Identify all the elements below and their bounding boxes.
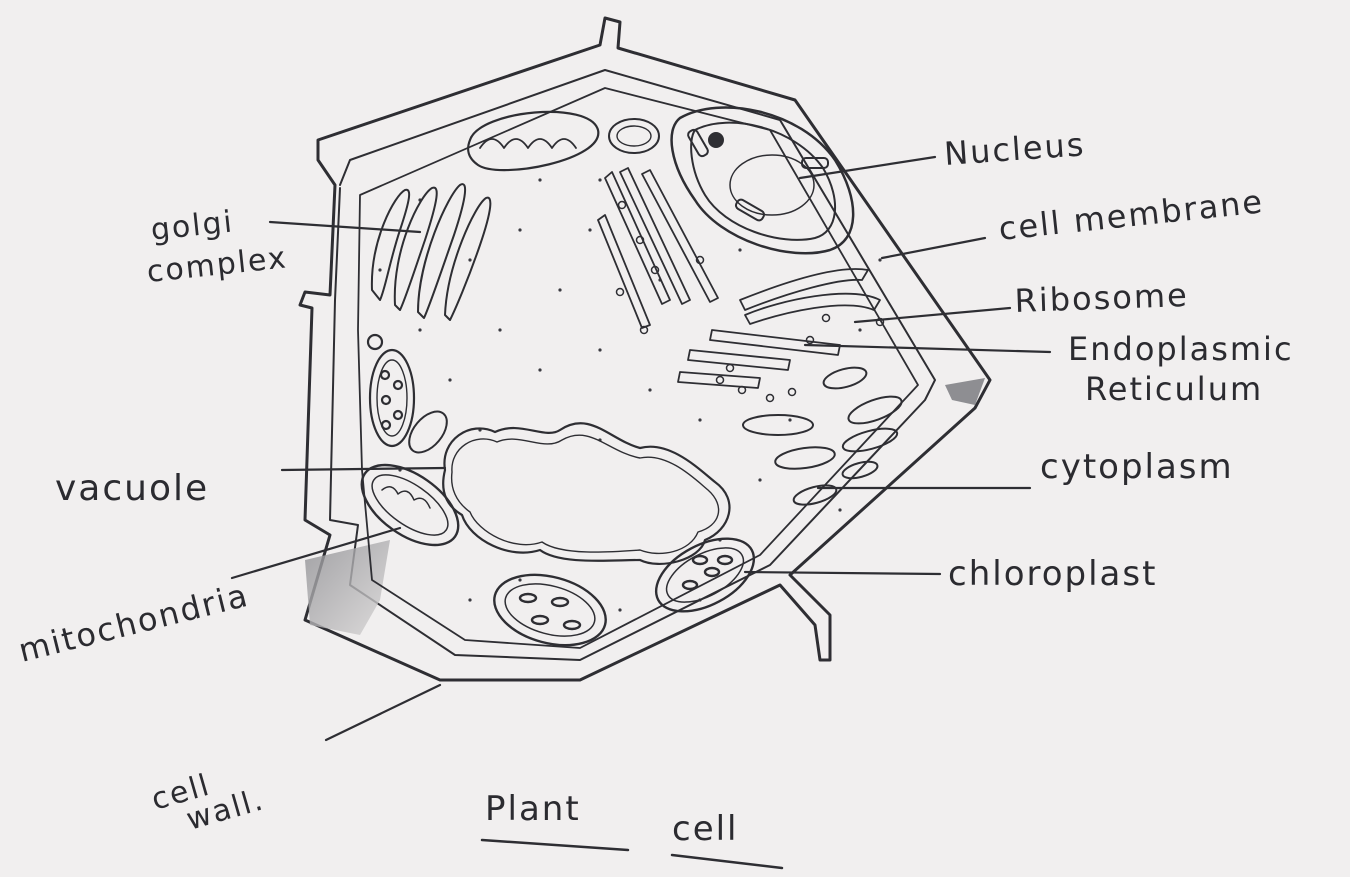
golgi-complex — [372, 184, 490, 320]
cell-wall — [300, 18, 990, 680]
nucleus — [672, 107, 854, 253]
title-underline-plant — [482, 840, 628, 850]
label-nucleus: Nucleus — [943, 125, 1087, 173]
label-er-line2: Reticulum — [1085, 370, 1263, 408]
label-vacuole: vacuole — [55, 468, 209, 509]
label-golgi-line1: golgi — [149, 204, 235, 247]
leader-er — [805, 345, 1050, 352]
title-underline-cell — [672, 855, 782, 868]
leader-cell-wall — [326, 685, 440, 740]
ribosomes — [617, 202, 884, 402]
label-cytoplasm: cytoplasm — [1040, 447, 1234, 487]
mitochondrion-top — [468, 112, 598, 170]
leader-golgi — [270, 222, 420, 232]
mitochondrion-bottom-left — [348, 449, 473, 561]
cytoplasm-dots — [378, 178, 881, 611]
label-cell-membrane: cell membrane — [997, 182, 1266, 248]
labels: Nucleus cell membrane Ribosome Endoplasm… — [15, 125, 1294, 837]
label-ribosome: Ribosome — [1014, 276, 1189, 320]
vacuole — [443, 423, 729, 564]
chloroplast-top — [609, 119, 659, 153]
label-golgi-line2: complex — [145, 240, 289, 290]
cell-wall-shading — [305, 540, 390, 635]
label-er-line1: Endoplasmic — [1068, 330, 1294, 368]
leader-chloroplast — [745, 572, 940, 574]
title-word-cell: cell — [672, 809, 739, 849]
label-chloroplast: chloroplast — [948, 554, 1157, 594]
title-word-plant: Plant — [485, 789, 581, 829]
diagram-title: Plant cell — [482, 789, 782, 868]
label-mitochondria: mitochondria — [15, 576, 253, 670]
vacuole-inner — [452, 435, 719, 553]
mitochondrion-left — [368, 335, 414, 446]
